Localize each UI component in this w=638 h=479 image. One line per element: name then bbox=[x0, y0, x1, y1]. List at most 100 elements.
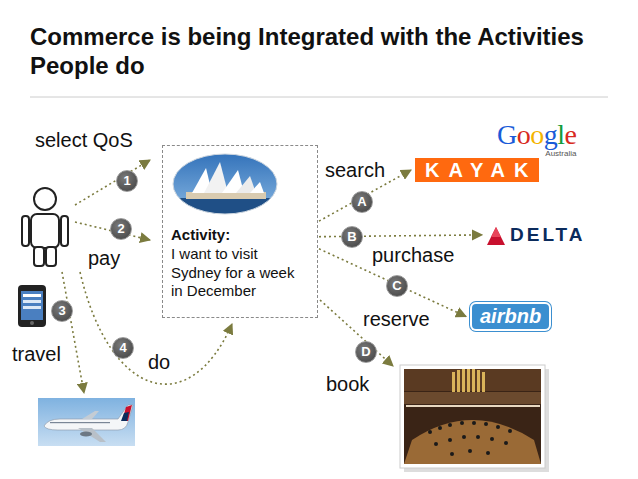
airplane-photo bbox=[44, 405, 133, 430]
phone-icon bbox=[23, 306, 41, 309]
concert-hall-photo bbox=[434, 442, 438, 446]
step-label: pay bbox=[88, 246, 120, 270]
callout-number: 3 bbox=[51, 300, 73, 322]
concert-hall-photo bbox=[457, 370, 460, 392]
callout-number: A bbox=[351, 191, 373, 213]
opera-house-photo bbox=[170, 150, 280, 220]
concert-hall-photo bbox=[462, 435, 466, 439]
phone-icon bbox=[23, 300, 41, 303]
callout-number: 2 bbox=[110, 218, 132, 240]
concert-hall-photo bbox=[452, 369, 485, 392]
concert-hall-photo bbox=[404, 369, 541, 464]
opera-house-photo bbox=[170, 198, 280, 218]
concert-hall-photo bbox=[477, 370, 480, 392]
google-logo: GoogleAustralia bbox=[497, 121, 576, 158]
callout-number: B bbox=[341, 226, 363, 248]
delta-widget bbox=[491, 227, 501, 237]
concert-hall-photo bbox=[472, 369, 475, 392]
airplane-photo bbox=[122, 405, 132, 421]
concert-hall-photo bbox=[496, 425, 500, 429]
concert-hall-photo bbox=[452, 372, 455, 392]
concert-hall-photo bbox=[404, 369, 541, 391]
concert-hall-photo bbox=[504, 441, 508, 445]
concert-hall-photo bbox=[404, 392, 541, 404]
edge-label: search bbox=[323, 158, 387, 182]
kayak-logo: KAYAK bbox=[415, 158, 539, 182]
title-rule bbox=[30, 97, 608, 98]
concert-hall-photo bbox=[486, 451, 490, 455]
phone-icon bbox=[18, 285, 46, 327]
person-icon bbox=[34, 247, 44, 266]
opera-house-photo bbox=[186, 192, 266, 199]
concert-hall-photo bbox=[400, 365, 549, 472]
concert-hall-photo bbox=[404, 369, 549, 472]
concert-hall-photo bbox=[428, 430, 432, 434]
person-icon bbox=[31, 214, 59, 248]
airplane-photo bbox=[82, 411, 99, 419]
airplane-photo bbox=[50, 422, 110, 423]
node-heading: DELTA bbox=[510, 224, 586, 246]
concert-hall-photo bbox=[406, 405, 540, 407]
node-heading: Google bbox=[497, 121, 576, 149]
person-icon bbox=[46, 247, 56, 266]
opera-house-photo bbox=[170, 150, 280, 220]
opera-house-photo bbox=[250, 182, 264, 193]
concert-hall-photo bbox=[448, 438, 452, 442]
step-label: select QoS bbox=[35, 128, 133, 152]
callout-number: 4 bbox=[112, 337, 134, 359]
concert-hall-photo bbox=[460, 421, 464, 425]
node-heading: airbnb bbox=[480, 304, 541, 328]
concert-hall-photo bbox=[438, 426, 442, 430]
concert-hall-photo bbox=[472, 421, 476, 425]
delta-widget bbox=[487, 227, 505, 245]
concert-hall-photo bbox=[490, 437, 494, 441]
edge-label: reserve bbox=[361, 307, 432, 331]
phone-icon bbox=[23, 294, 41, 297]
person-icon bbox=[22, 188, 68, 266]
airplane-photo bbox=[80, 431, 92, 436]
concert-hall-photo bbox=[406, 405, 540, 407]
concert-hall-photo bbox=[404, 420, 541, 464]
airplane-photo bbox=[38, 398, 135, 446]
concert-hall-photo bbox=[468, 449, 472, 453]
activity-box: Activity:I want to visit Sydney for a we… bbox=[162, 145, 318, 318]
node-text: I want to visit Sydney for a week in Dec… bbox=[171, 245, 309, 301]
title: Commerce is being Integrated with the Ac… bbox=[30, 22, 590, 81]
delta-logo: DELTA bbox=[510, 224, 586, 246]
concert-hall-photo bbox=[400, 365, 545, 468]
person-icon bbox=[22, 216, 29, 246]
person-icon bbox=[34, 188, 56, 210]
phone-icon bbox=[21, 291, 43, 320]
node-heading: KAYAK bbox=[425, 159, 537, 181]
phone-icon bbox=[18, 285, 46, 327]
leader-arrow bbox=[62, 272, 84, 393]
edge-label: purchase bbox=[370, 243, 456, 267]
concert-hall-photo bbox=[484, 422, 488, 426]
concert-hall-photo bbox=[467, 369, 470, 392]
airplane-photo bbox=[38, 398, 135, 446]
leader-arrow bbox=[75, 160, 150, 205]
concert-hall-photo bbox=[476, 435, 480, 439]
concert-hall-photo bbox=[448, 423, 452, 427]
concert-hall-photo bbox=[428, 421, 512, 456]
airplane-photo bbox=[121, 412, 129, 421]
concert-hall-photo bbox=[462, 369, 465, 392]
leader-arrow bbox=[62, 160, 393, 393]
step-label: do bbox=[148, 350, 170, 374]
phone-icon bbox=[30, 321, 34, 325]
callout-number: D bbox=[355, 341, 377, 363]
airplane-photo bbox=[78, 428, 106, 442]
callout-number: C bbox=[386, 275, 408, 297]
concert-hall-photo bbox=[450, 452, 454, 456]
opera-house-photo bbox=[204, 162, 228, 193]
person-icon bbox=[61, 216, 68, 246]
concert-hall-photo bbox=[508, 429, 512, 433]
step-label: travel bbox=[12, 342, 61, 366]
opera-house-frame bbox=[173, 154, 277, 214]
node-text: Australia bbox=[545, 150, 576, 158]
airbnb-logo: airbnb bbox=[470, 302, 551, 331]
step-label: book bbox=[326, 372, 369, 396]
callout-number: 1 bbox=[116, 170, 138, 192]
